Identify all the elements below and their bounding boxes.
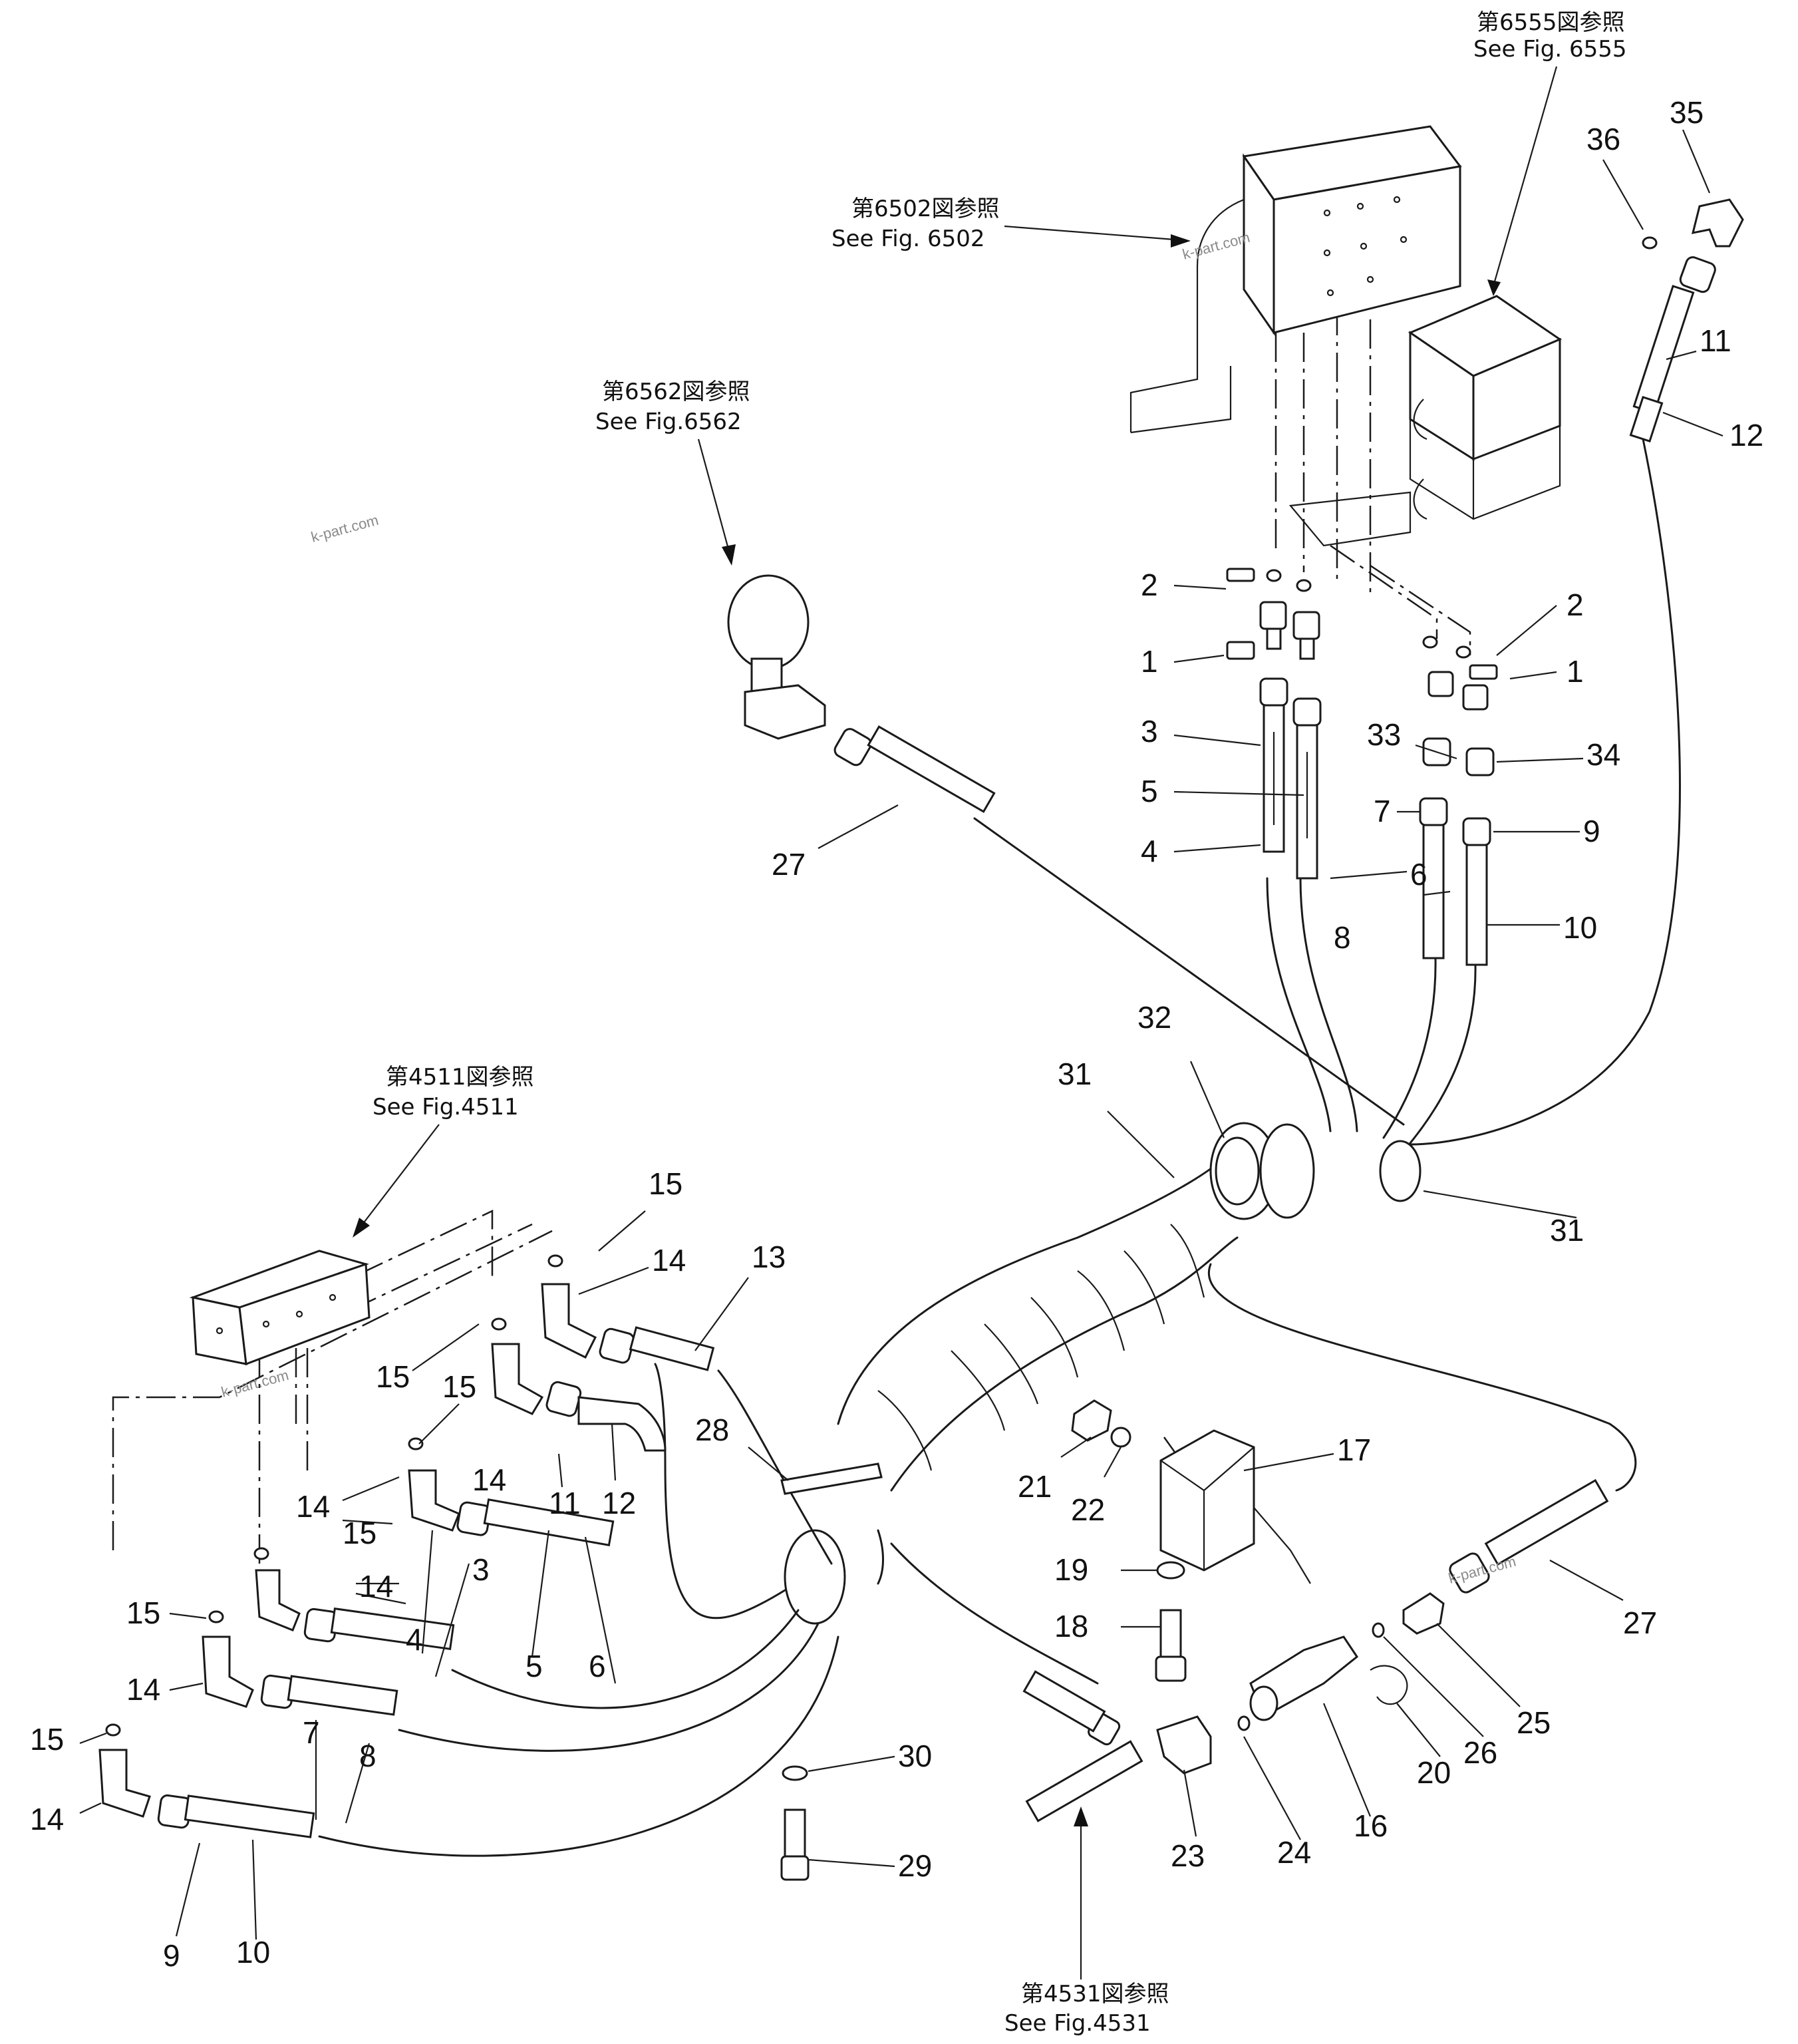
callout-5: 5 [1141,774,1158,808]
ref-6502-en: See Fig. 6502 [831,226,984,252]
callout-17: 17 [1337,1433,1371,1467]
bolt-holes [1323,196,1408,297]
callout-31: 31 [1058,1057,1092,1091]
ref-6555-jp: 第6555図参照 [1477,9,1625,36]
callout-32: 32 [1137,1000,1171,1035]
callout-33: 33 [1367,717,1401,752]
callout-34: 34 [1586,737,1620,772]
callout-13: 13 [752,1240,786,1274]
ref-6562-en: See Fig.6562 [595,409,742,435]
callout-14: 14 [296,1489,330,1524]
callout-8: 8 [1334,920,1351,955]
watermark: k-part.com [220,1367,291,1401]
ref-4531-en: See Fig.4531 [1004,2010,1151,2037]
valve-block-4511 [189,1250,371,1366]
callout-24: 24 [1277,1835,1311,1870]
callout-12: 12 [1729,418,1763,452]
callout-28: 28 [695,1413,729,1447]
watermark: k-part.com [309,512,380,546]
callout-15: 15 [649,1166,682,1201]
ref-4531-jp: 第4531図参照 [1021,1981,1169,2007]
callout-15: 15 [376,1359,410,1394]
fittings [98,198,1744,1881]
callout-8: 8 [359,1739,376,1773]
ref-6555-en: See Fig. 6555 [1473,36,1626,63]
callout-19: 19 [1054,1552,1088,1587]
callout-11: 11 [1700,323,1731,358]
ref-4511-jp: 第4511図参照 [386,1064,534,1091]
callout-3: 3 [1141,714,1158,749]
callout-14: 14 [472,1462,506,1497]
callout-1: 1 [1567,654,1584,689]
control-lever [727,574,826,740]
callout-36: 36 [1586,122,1620,156]
callout-18: 18 [1054,1609,1088,1643]
watermark: k-part.com [1181,229,1252,263]
callout-10: 10 [236,1935,270,1969]
callout-10: 10 [1563,910,1597,945]
callout-30: 30 [898,1739,932,1773]
callout-15: 15 [442,1369,476,1404]
callout-15: 15 [30,1722,64,1757]
callout-9: 9 [163,1938,180,1973]
callout-9: 9 [1583,814,1600,848]
callout-25: 25 [1517,1705,1551,1740]
callout-numbers: 35 36 11 12 2 1 2 1 3 5 4 6 33 34 7 9 8 … [30,95,1763,1973]
callout-26: 26 [1463,1735,1497,1770]
callout-4: 4 [1141,834,1158,868]
valve-block-6555 [1288,295,1563,547]
callout-14: 14 [652,1243,686,1278]
callout-27: 27 [1623,1606,1657,1640]
callout-5: 5 [525,1649,543,1683]
watermarks: k-part.com k-part.com k-part.com k-part.… [220,229,1518,1587]
valve-block-6502 [1129,125,1462,434]
callout-35: 35 [1670,95,1704,130]
callout-12: 12 [602,1486,636,1520]
callout-4: 4 [406,1622,423,1657]
ref-4511-en: See Fig.4511 [373,1094,519,1120]
callout-15: 15 [343,1516,376,1550]
callout-1: 1 [1141,644,1158,679]
hose-routing [112,286,1681,1857]
callout-14: 14 [30,1802,64,1836]
callout-2: 2 [1141,568,1158,602]
leader-lines [79,129,1723,1940]
callout-14: 14 [359,1569,393,1604]
callout-21: 21 [1018,1469,1052,1504]
ref-6562-jp: 第6562図参照 [602,379,750,405]
callout-11: 11 [549,1486,581,1520]
callout-16: 16 [1354,1808,1388,1843]
callout-3: 3 [472,1552,490,1587]
callout-14: 14 [126,1672,160,1707]
callout-6: 6 [589,1649,606,1683]
ref-6502-jp: 第6502図参照 [851,196,1000,222]
reference-labels: 第6555図参照 See Fig. 6555 第6502図参照 See Fig.… [353,9,1626,2037]
callout-31: 31 [1550,1213,1584,1248]
callout-15: 15 [126,1596,160,1630]
callout-20: 20 [1417,1755,1451,1790]
callout-6: 6 [1410,857,1427,892]
callout-27: 27 [772,847,806,882]
callout-7: 7 [1374,794,1391,828]
callout-2: 2 [1567,588,1584,622]
callout-23: 23 [1171,1838,1205,1873]
callout-22: 22 [1071,1492,1105,1527]
callout-29: 29 [898,1848,932,1883]
callout-7: 7 [303,1715,320,1750]
